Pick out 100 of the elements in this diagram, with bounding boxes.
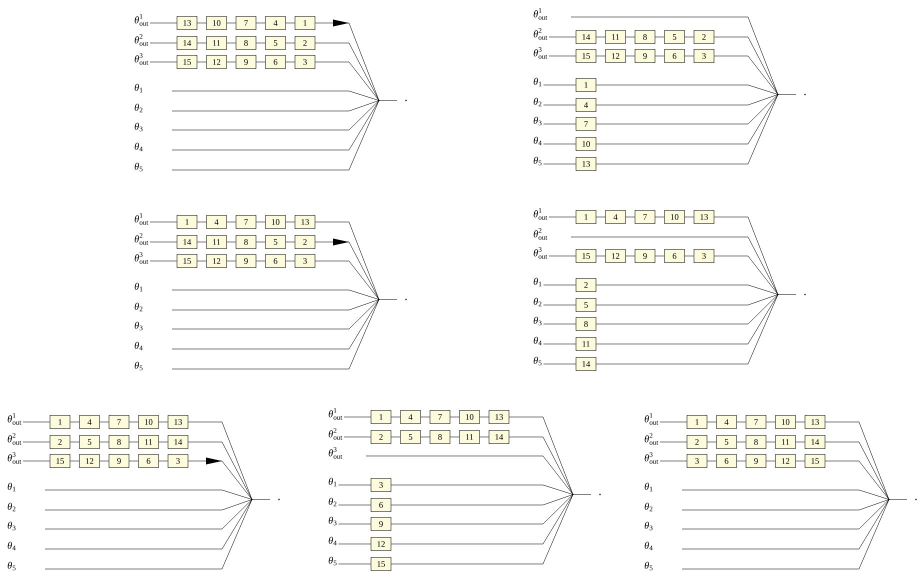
numbered-box: 10 xyxy=(138,415,159,429)
numbered-box: 6 xyxy=(664,49,685,63)
wire xyxy=(391,436,400,438)
numbered-box: 13 xyxy=(576,157,596,171)
wire xyxy=(570,16,778,95)
numbered-box: 4 xyxy=(716,415,737,429)
numbered-box: 6 xyxy=(664,249,685,263)
wire xyxy=(682,499,890,570)
numbered-box: 15 xyxy=(50,454,70,468)
wire-label: $\theta^{3}_{\mathrm{out}}$ xyxy=(534,47,548,59)
wire xyxy=(172,299,380,310)
wire-label: $\theta_{3}$ xyxy=(8,522,16,530)
numbered-box: 5 xyxy=(79,435,100,449)
numbered-box: 9 xyxy=(370,517,392,531)
numbered-box: 8 xyxy=(634,30,656,44)
wire-label: $\theta_{5}$ xyxy=(134,362,143,370)
numbered-box: 2 xyxy=(50,435,70,449)
wire-label: $\theta^{3}_{\mathrm{out}}$ xyxy=(134,252,148,264)
numbered-box: 13 xyxy=(694,210,714,224)
numbered-box: 10 xyxy=(576,137,596,151)
numbered-box: 14 xyxy=(176,235,198,249)
numbered-box: 9 xyxy=(236,254,256,268)
wire-label: $\theta^{1}_{\mathrm{out}}$ xyxy=(134,14,148,26)
wire-label: $\theta_{3}$ xyxy=(328,516,337,526)
numbered-box: 13 xyxy=(488,410,510,424)
wire xyxy=(286,22,295,24)
numbered-box: 12 xyxy=(206,55,227,69)
wire xyxy=(226,22,236,24)
numbered-box: 9 xyxy=(634,49,656,63)
numbered-box: 5 xyxy=(716,435,737,449)
wire xyxy=(44,499,252,570)
numbered-box: 7 xyxy=(430,410,450,424)
wire-label: $\theta_{2}$ xyxy=(644,502,652,512)
numbered-box: 6 xyxy=(138,454,159,468)
numbered-box: 2 xyxy=(370,430,392,444)
wire-label: $\theta_{1}$ xyxy=(534,78,542,86)
numbered-box: 14 xyxy=(804,435,826,449)
numbered-box: 10 xyxy=(459,410,480,424)
wire xyxy=(188,442,252,500)
wire xyxy=(714,56,778,95)
numbered-box: 12 xyxy=(605,249,626,263)
wire-label: $\theta^{3}_{\mathrm{out}}$ xyxy=(8,452,22,464)
wire-label: $\theta_{1}$ xyxy=(328,478,336,486)
wire xyxy=(172,100,380,170)
numbered-box: 7 xyxy=(746,415,766,429)
wire xyxy=(596,94,778,144)
numbered-box: 4 xyxy=(79,415,100,429)
numbered-box: 9 xyxy=(236,55,256,69)
numbered-box: 10 xyxy=(265,215,286,229)
numbered-box: 13 xyxy=(176,16,198,30)
wire xyxy=(596,84,778,95)
wire-label: $\theta_{5}$ xyxy=(644,562,653,570)
wire xyxy=(596,294,778,324)
numbered-box: 13 xyxy=(294,215,316,229)
numbered-box: 15 xyxy=(176,55,198,69)
numbered-box: 5 xyxy=(265,235,286,249)
wire xyxy=(420,416,430,418)
wire-label: $\theta_{4}$ xyxy=(534,136,542,146)
numbered-box: 15 xyxy=(370,557,392,571)
numbered-box: 8 xyxy=(576,317,596,331)
wire xyxy=(150,260,177,262)
wire xyxy=(286,42,295,44)
output-line xyxy=(378,100,398,101)
wire xyxy=(188,422,252,500)
wire xyxy=(596,284,778,295)
wire xyxy=(197,22,206,24)
numbered-box: 14 xyxy=(488,430,510,444)
numbered-box: 1 xyxy=(370,410,392,424)
wire xyxy=(450,416,460,418)
wire-label: $\theta_{3}$ xyxy=(644,522,653,530)
wire xyxy=(172,100,380,150)
wire xyxy=(172,100,380,130)
wire-label: $\theta_{4}$ xyxy=(134,142,143,152)
wire xyxy=(256,42,266,44)
wire xyxy=(450,436,460,438)
wire-label: $\theta^{1}_{\mathrm{out}}$ xyxy=(534,8,548,20)
numbered-box: 4 xyxy=(605,210,626,224)
numbered-box: 14 xyxy=(176,36,198,50)
numbered-box: 5 xyxy=(265,36,286,50)
wire-label: $\theta_{1}$ xyxy=(8,482,16,492)
wire xyxy=(825,442,890,500)
wire-label: $\theta^{3}_{\mathrm{out}}$ xyxy=(534,247,548,259)
wire xyxy=(714,216,778,295)
numbered-box: 11 xyxy=(775,435,796,449)
numbered-box: 14 xyxy=(168,435,188,449)
numbered-box: 15 xyxy=(576,49,596,63)
wire xyxy=(226,260,236,262)
wire xyxy=(548,216,576,218)
numbered-box: 8 xyxy=(746,435,766,449)
wire-label: $\theta^{1}_{\mathrm{out}}$ xyxy=(644,413,658,425)
wire-label: $\theta^{1}_{\mathrm{out}}$ xyxy=(134,213,148,225)
numbered-box: 10 xyxy=(664,210,685,224)
wire xyxy=(197,260,206,262)
wire-label: $\theta_{5}$ xyxy=(134,162,143,172)
wire xyxy=(655,216,664,218)
wire-label: $\theta_{3}$ xyxy=(534,116,542,126)
wire xyxy=(714,36,778,95)
arrow xyxy=(315,238,380,300)
wire-label: $\theta_{5}$ xyxy=(534,156,542,166)
wire xyxy=(825,460,890,500)
